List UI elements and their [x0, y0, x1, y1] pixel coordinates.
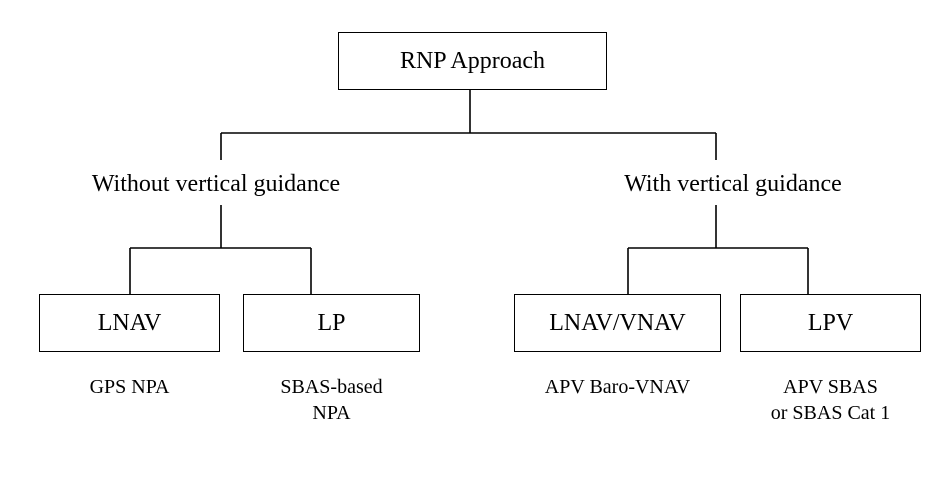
- caption-lpv: APV SBAS or SBAS Cat 1: [730, 374, 931, 426]
- branch-label-with-vertical-guidance: With vertical guidance: [596, 172, 870, 196]
- node-lpv-label: LPV: [807, 310, 854, 336]
- node-lnav-label: LNAV: [97, 310, 162, 336]
- root-node-label: RNP Approach: [399, 48, 546, 74]
- caption-lnav-vnav: APV Baro-VNAV: [504, 374, 731, 400]
- caption-lnav-line-1: GPS NPA: [89, 376, 170, 398]
- node-lnav-vnav-label: LNAV/VNAV: [549, 310, 686, 336]
- node-lnav: LNAV: [39, 294, 220, 352]
- caption-lpv-line-2: or SBAS Cat 1: [770, 402, 891, 424]
- node-lp-label: LP: [317, 310, 346, 336]
- caption-lnav-vnav-line-1: APV Baro-VNAV: [544, 376, 691, 398]
- caption-lp-line-1: SBAS-based: [280, 376, 383, 398]
- caption-lp: SBAS-based NPA: [243, 374, 420, 426]
- branch-label-without-vertical-guidance: Without vertical guidance: [62, 172, 370, 196]
- caption-lp-line-2: NPA: [312, 402, 351, 424]
- root-node-rnp-approach: RNP Approach: [338, 32, 607, 90]
- caption-lnav: GPS NPA: [39, 374, 220, 400]
- caption-lpv-line-1: APV SBAS: [783, 376, 878, 398]
- node-lnav-vnav: LNAV/VNAV: [514, 294, 721, 352]
- node-lpv: LPV: [740, 294, 921, 352]
- node-lp: LP: [243, 294, 420, 352]
